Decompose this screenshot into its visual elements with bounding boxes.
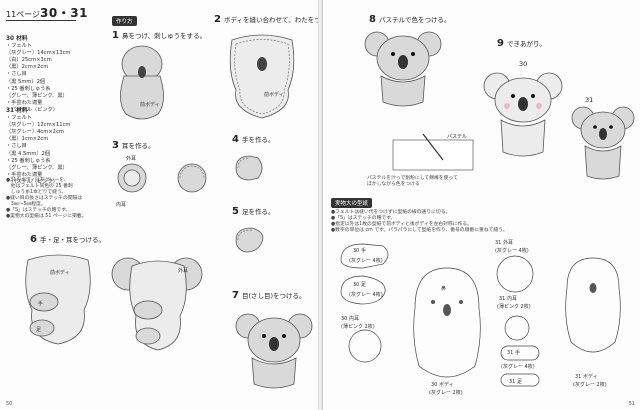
left-page: 11ページ30・31 30 材料 ・フェルト（灰グレー）14cm×13cm（白）… xyxy=(0,0,319,410)
svg-text:30 手: 30 手 xyxy=(353,247,366,254)
note-line: ●「S」はステッチの略です。 xyxy=(6,208,71,213)
section-tag: 作り方 xyxy=(112,16,137,26)
note-line: ●縫い目の長さはステッチの間隔は xyxy=(6,196,83,201)
step5-illustration xyxy=(235,227,264,253)
material-item: ・パステル（ピンク） xyxy=(6,106,58,113)
svg-text:手: 手 xyxy=(38,300,43,307)
finished-label-31: 31 xyxy=(585,96,594,104)
step2-illustration: 前ボディ xyxy=(229,34,295,119)
material-item: ・パステル（ピンク） xyxy=(6,178,58,185)
pattern-tag: 実物大の型紙 xyxy=(331,198,373,208)
svg-text:(薄ピンク 2枚): (薄ピンク 2枚) xyxy=(497,303,531,310)
pastel-note: パステルを汁っで削粉にして綿棒を使って ぼかしながら色をつける xyxy=(367,176,458,187)
step3-illustration: 内耳 外耳 xyxy=(116,155,207,208)
material-item: ・25 番刺しゅう糸 xyxy=(6,157,51,164)
pattern-note-line: ●フェルトは縫い代をつけずに型紙の線の通りに切る。 xyxy=(331,210,451,215)
material-item: ・フェルト xyxy=(6,115,32,122)
note-line: しゅう糸1本どりで縫う。 xyxy=(6,190,67,195)
header-rule xyxy=(6,20,76,21)
note-line: 他はフェルト同色の 25 番刺 xyxy=(6,184,73,189)
svg-text:(薄ピンク 2枚): (薄ピンク 2枚) xyxy=(341,323,375,330)
material-item: ・フェルト xyxy=(6,43,32,50)
materials-30: 30 材料 ・フェルト（灰グレー）14cm×13cm（白）25cm×3cm（黒）… xyxy=(6,36,86,114)
book-gutter xyxy=(318,0,322,410)
finished-koala-30 xyxy=(483,72,563,157)
step7-illustration xyxy=(235,313,313,389)
svg-text:31 内耳: 31 内耳 xyxy=(499,295,517,302)
svg-text:31 外耳: 31 外耳 xyxy=(495,239,513,246)
material-item: （灰グレー）14cm×13cm xyxy=(6,50,71,57)
svg-text:31 手: 31 手 xyxy=(507,349,520,356)
material-item: （黒 5mm）2個 xyxy=(6,78,46,85)
material-item: （グレー、薄ピンク、黒） xyxy=(6,92,68,99)
material-item: （黒）1cm×2cm xyxy=(6,136,49,143)
svg-text:(灰グレー 4枚): (灰グレー 4枚) xyxy=(495,247,529,254)
svg-text:内耳: 内耳 xyxy=(116,201,126,208)
step1-illustration: 前ボディ xyxy=(120,45,164,120)
material-item: （黒 4.5mm）2個 xyxy=(6,150,51,157)
material-item: （灰グレー）12cm×11cm xyxy=(6,122,71,129)
pattern-note-line: ●数字の単位は cm です。パラパラにして型紙を作り、番号の順番に重ねて縫う。 xyxy=(331,228,508,233)
note-line: ●実物大の型紙は 51 ページに掲載。 xyxy=(6,214,87,219)
material-item: （白）25cm×3cm xyxy=(6,57,52,64)
pastel-illustration: パステル xyxy=(392,133,474,171)
pattern-notes: ●フェルトは縫い代をつけずに型紙の線の通りに切る。●「S」はステッチの略です。●… xyxy=(331,210,561,234)
material-item: ・手芸わた適量 xyxy=(6,99,43,106)
svg-text:30 ボディ: 30 ボディ xyxy=(431,381,454,388)
svg-text:(灰グレー 2枚): (灰グレー 2枚) xyxy=(573,381,607,388)
material-item: ・25 番刺しゅう糸 xyxy=(6,85,51,92)
svg-text:31 ボディ: 31 ボディ xyxy=(575,373,598,380)
page-number-right: 51 xyxy=(628,401,635,407)
svg-text:(灰グレー 4枚): (灰グレー 4枚) xyxy=(349,257,383,264)
material-item: ・さし目 xyxy=(6,143,27,150)
note-line: 3㎜〜5㎜程度。 xyxy=(6,202,46,207)
step6-illustration-a: 前ボディ 手 足 xyxy=(25,254,91,345)
step4-illustration xyxy=(235,155,263,181)
materials-31: 31 材料 ・フェルト（灰グレー）12cm×11cm（灰グレー）4cm×2cm（… xyxy=(6,108,86,186)
assembly-notes: ●31のボディは灰グレーを、 他はフェルト同色の 25 番刺 しゅう糸1本どりで… xyxy=(6,178,96,220)
svg-text:外耳: 外耳 xyxy=(126,155,136,162)
step8-illustration xyxy=(364,31,442,107)
material-item: ・手芸わた適量 xyxy=(6,171,43,178)
svg-text:30 足: 30 足 xyxy=(353,282,366,288)
svg-text:鼻: 鼻 xyxy=(441,285,446,292)
svg-text:前ボディ: 前ボディ xyxy=(50,269,70,276)
step6-illustration-b: 外耳 xyxy=(111,257,203,351)
finished-label-30: 30 xyxy=(519,60,528,68)
page-header: 11ページ30・31 xyxy=(6,6,88,20)
svg-text:30 内耳: 30 内耳 xyxy=(341,315,359,322)
svg-text:外耳: 外耳 xyxy=(178,267,188,274)
material-item: （グレー、薄ピンク、黒） xyxy=(6,164,68,171)
svg-text:(灰グレー 4枚): (灰グレー 4枚) xyxy=(501,363,535,370)
material-item: （灰グレー）4cm×2cm xyxy=(6,129,64,136)
svg-text:前ボディ: 前ボディ xyxy=(264,91,284,98)
note-line: ●31のボディは灰グレーを、 xyxy=(6,178,69,183)
pattern-note-line: ●「S」はステッチの略です。 xyxy=(331,216,396,221)
pattern-sheet: 30 手 (灰グレー 4枚) 30 足 (灰グレー 4枚) 30 内耳 (薄ピン… xyxy=(340,239,621,396)
material-item: ・さし目 xyxy=(6,71,27,78)
finished-koala-31 xyxy=(571,106,635,180)
svg-text:パステル: パステル xyxy=(447,134,467,140)
page-number-left: 50 xyxy=(6,401,13,407)
svg-text:31 足: 31 足 xyxy=(509,379,522,385)
pattern-note-line: ●指定以外は1枚の型紙で前ボディと後ボディを左右対称に作る。 xyxy=(331,222,472,227)
material-item: （黒）2cm×2cm xyxy=(6,64,49,71)
svg-text:(灰グレー 4枚): (灰グレー 4枚) xyxy=(349,291,383,298)
label-body-front: 前ボディ xyxy=(140,101,160,108)
svg-text:(灰グレー 2枚): (灰グレー 2枚) xyxy=(429,389,463,396)
svg-text:足: 足 xyxy=(36,327,41,333)
